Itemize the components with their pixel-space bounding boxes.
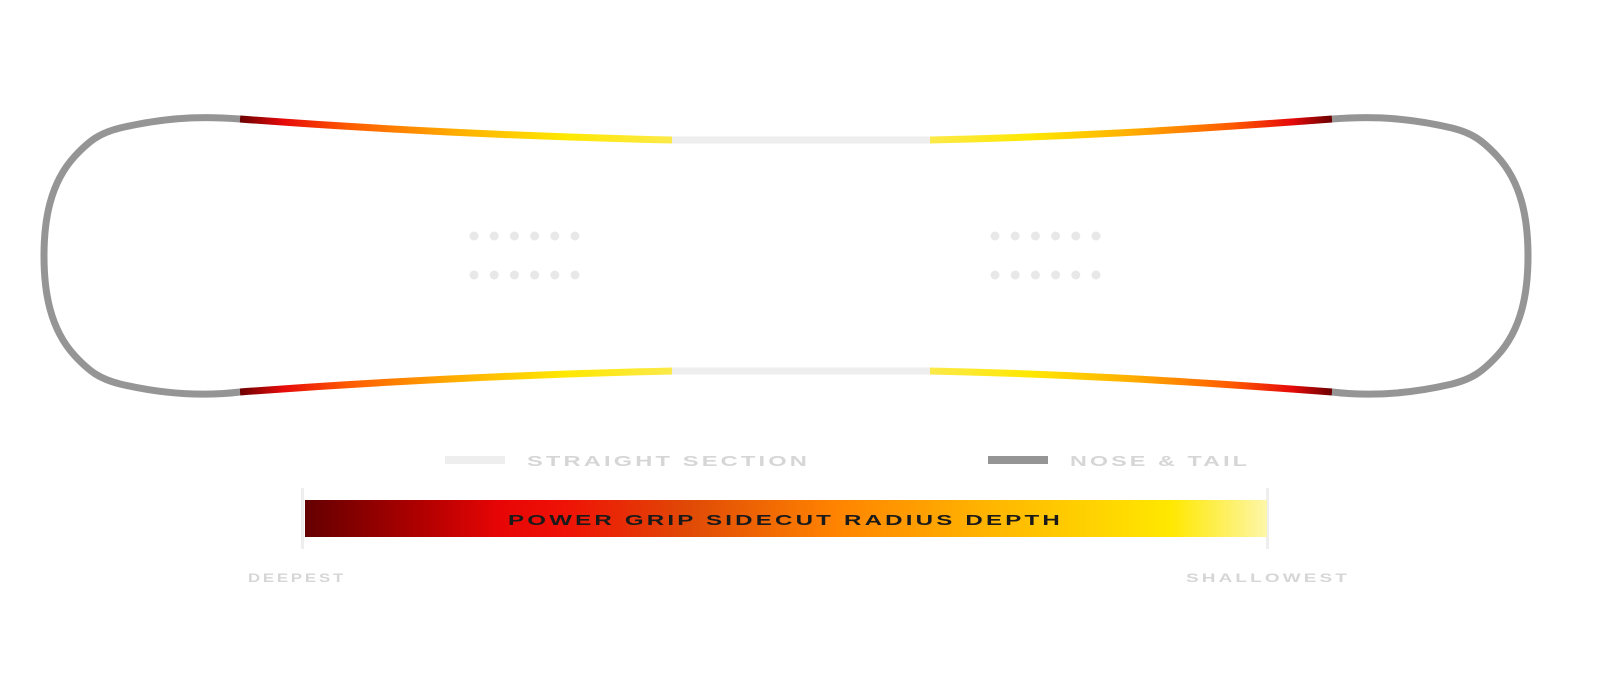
insert-hole: [530, 270, 540, 280]
nose-outline: [40, 114, 241, 398]
sidecut-bottom-right: [929, 367, 1333, 396]
deepest-label: DEEPEST: [248, 571, 346, 585]
insert-hole: [1071, 270, 1081, 280]
insert-hole: [550, 270, 560, 280]
scale-tick-left: [301, 488, 304, 549]
insert-hole: [1091, 231, 1101, 241]
insert-hole: [550, 231, 560, 241]
insert-hole: [469, 270, 479, 280]
sidecut-depth-gradient-bar: [305, 500, 1267, 537]
sidecut-top-right: [929, 115, 1333, 144]
nose-tail-label: NOSE & TAIL: [1070, 453, 1250, 470]
tail-outline: [1331, 114, 1532, 398]
binding-inserts: [469, 231, 1101, 280]
sidecut-top-left: [239, 115, 673, 144]
insert-hole: [990, 270, 1000, 280]
insert-hole: [1051, 270, 1061, 280]
insert-hole: [1030, 270, 1040, 280]
insert-hole: [1030, 231, 1040, 241]
insert-hole: [1010, 231, 1020, 241]
insert-hole: [509, 270, 519, 280]
insert-hole: [509, 231, 519, 241]
shallowest-label: SHALLOWEST: [1186, 571, 1350, 585]
insert-hole: [489, 270, 499, 280]
insert-hole: [489, 231, 499, 241]
insert-hole: [469, 231, 479, 241]
straight-section-label: STRAIGHT SECTION: [527, 453, 810, 470]
insert-hole: [570, 231, 580, 241]
insert-hole: [1071, 231, 1081, 241]
insert-hole: [1091, 270, 1101, 280]
straight-section-swatch: [445, 456, 505, 464]
scale-title: POWER GRIP SIDECUT RADIUS DEPTH: [508, 512, 1063, 529]
insert-hole: [990, 231, 1000, 241]
insert-hole: [570, 270, 580, 280]
sidecut-bottom-left: [239, 367, 673, 396]
nose-tail-swatch: [988, 456, 1048, 464]
scale-tick-right: [1266, 488, 1269, 549]
insert-hole: [1010, 270, 1020, 280]
insert-hole: [530, 231, 540, 241]
insert-hole: [1051, 231, 1061, 241]
